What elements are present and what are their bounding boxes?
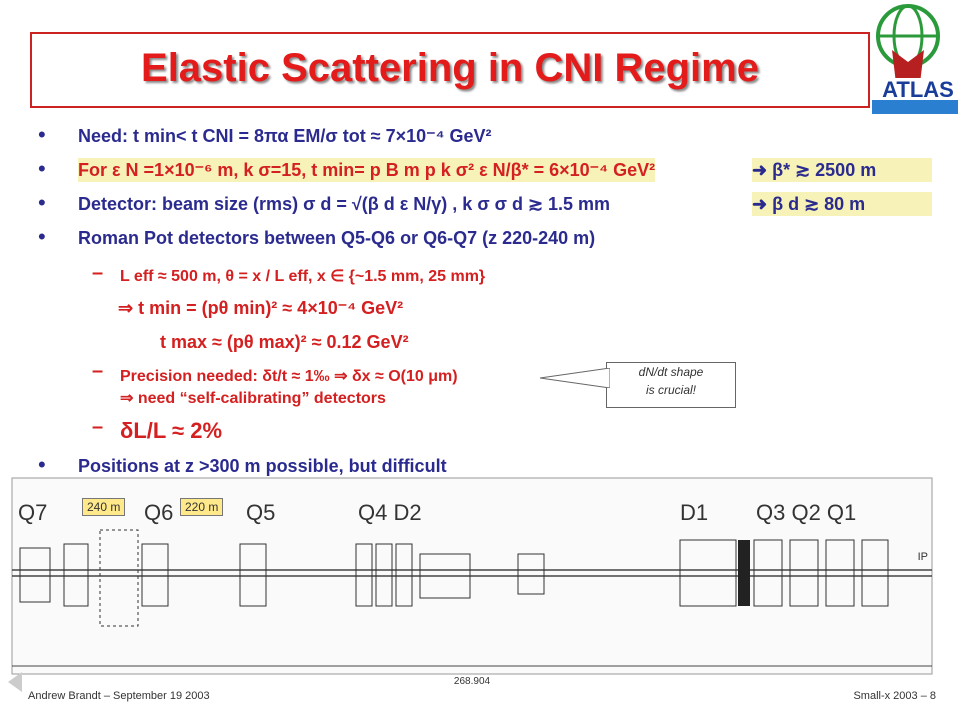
- bullet-dot: •: [38, 156, 46, 181]
- callout-line2: is crucial!: [645, 383, 696, 397]
- tag-220m: 220 m: [180, 498, 224, 516]
- sub-precision: Precision needed: δt/t ≈ 1‰ ⇒ δx ≈ O(10 …: [120, 368, 458, 385]
- dash: –: [92, 262, 104, 284]
- callout-box: dN/dt shape is crucial!: [606, 362, 736, 408]
- q4d2-label: Q4 D2: [358, 500, 422, 525]
- total-length: 268.904: [454, 676, 491, 687]
- bullet-positions: Positions at z >300 m possible, but diff…: [78, 456, 447, 476]
- q7-label: Q7: [18, 500, 47, 525]
- q5-label: Q5: [246, 500, 275, 525]
- atlas-logo: ATLAS: [872, 4, 960, 114]
- dash: –: [92, 360, 104, 382]
- bullet-detector-result: ➜ β d ≳ 80 m: [752, 192, 932, 216]
- d1-label: D1: [680, 500, 708, 525]
- slide-title: Elastic Scattering in CNI Regime: [141, 46, 759, 90]
- callout-line1: dN/dt shape: [638, 365, 704, 379]
- ip-label: IP: [918, 551, 928, 563]
- bullet-detector: Detector: beam size (rms) σ d = √(β d ε …: [78, 194, 611, 214]
- dash: –: [92, 416, 104, 438]
- q3q2q1-label: Q3 Q2 Q1: [756, 500, 856, 525]
- sub-self-calibrating: ⇒ need “self-calibrating” detectors: [120, 390, 386, 407]
- bullet-dot: •: [38, 452, 46, 477]
- bullet-need: Need: t min< t CNI = 8πα EM/σ tot ≈ 7×10…: [78, 126, 492, 146]
- tag-240m: 240 m: [82, 498, 126, 516]
- callout-pointer: [540, 368, 610, 388]
- bullet-dot: •: [38, 224, 46, 249]
- title-frame: [30, 32, 870, 108]
- footer-author: Andrew Brandt – September 19 2003: [28, 690, 210, 702]
- footer-page: Small-x 2003 – 8: [853, 690, 936, 702]
- sub-dl: δL/L ≈ 2%: [120, 418, 223, 443]
- sub-tmin: ⇒ t min = (pθ min)² ≈ 4×10⁻⁴ GeV²: [118, 298, 404, 318]
- bullet-dot: •: [38, 122, 46, 147]
- bullet-for-result: ➜ β* ≳ 2500 m: [752, 158, 932, 182]
- sub-leff: L eff ≈ 500 m, θ = x / L eff, x ∈ {~1.5 …: [120, 268, 486, 285]
- bullet-for: For ε N =1×10⁻⁶ m, k σ=15, t min= p B m …: [78, 158, 656, 182]
- prev-slide-arrow-icon[interactable]: [8, 672, 22, 692]
- bullet-dot: •: [38, 190, 46, 215]
- q6-label: Q6: [144, 500, 173, 525]
- beamline-diagram: Q7 Q6 Q5 Q4 D2 D1 Q3 Q2 Q1 IP 268.904: [11, 477, 933, 687]
- sub-tmax: t max ≈ (pθ max)² ≈ 0.12 GeV²: [160, 332, 409, 352]
- bullet-roman-pot: Roman Pot detectors between Q5-Q6 or Q6-…: [78, 228, 596, 248]
- svg-text:ATLAS: ATLAS: [882, 77, 954, 102]
